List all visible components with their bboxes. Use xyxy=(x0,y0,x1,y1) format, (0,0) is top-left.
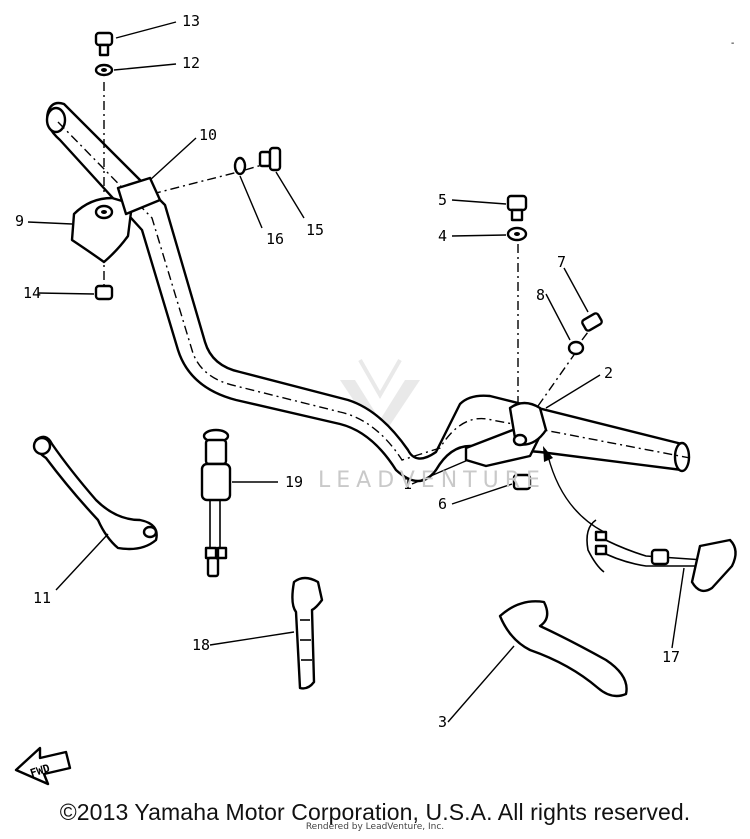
washer-16 xyxy=(233,156,247,176)
washer-12 xyxy=(94,63,114,77)
callout-17: 17 xyxy=(662,648,680,666)
callout-10: 10 xyxy=(199,126,217,144)
fwd-arrow: FWD xyxy=(14,746,72,786)
callout-5: 5 xyxy=(438,191,447,209)
cable-tie-18 xyxy=(291,576,324,690)
callout-9: 9 xyxy=(15,212,24,230)
switch-assembly-17 xyxy=(586,519,737,593)
callout-12: 12 xyxy=(182,54,200,72)
washer-8 xyxy=(567,340,585,356)
switch-19 xyxy=(200,428,232,578)
watermark-logo xyxy=(340,359,420,440)
left-holder-9 xyxy=(70,176,162,264)
callout-19: 19 xyxy=(285,473,303,491)
left-lever-11 xyxy=(32,435,158,551)
callout-13: 13 xyxy=(182,12,200,30)
callout-6: 6 xyxy=(438,495,447,513)
corner-mark: - xyxy=(731,38,735,49)
callout-8: 8 xyxy=(536,286,545,304)
callout-4: 4 xyxy=(438,227,447,245)
nut-14 xyxy=(94,284,114,301)
right-holder-1-2 xyxy=(464,401,548,468)
callout-7: 7 xyxy=(557,253,566,271)
bolt-7 xyxy=(581,312,603,332)
watermark-text: LEADVENTURE xyxy=(318,468,546,493)
callout-15: 15 xyxy=(306,221,324,239)
callout-11: 11 xyxy=(33,589,51,607)
leader-lines xyxy=(27,21,685,723)
callout-14: 14 xyxy=(23,284,41,302)
rendered-by-notice: Rendered by LeadVenture, Inc. xyxy=(305,822,445,832)
callout-2: 2 xyxy=(604,364,613,382)
bolt-5 xyxy=(506,194,528,222)
bolt-15 xyxy=(258,146,282,172)
fwd-label: FWD xyxy=(29,761,52,780)
copyright-notice: ©2013 Yamaha Motor Corporation, U.S.A. A… xyxy=(59,799,691,825)
washer-4 xyxy=(506,226,528,242)
nut-6 xyxy=(512,473,532,491)
handlebar xyxy=(45,101,691,483)
callout-3: 3 xyxy=(438,713,447,731)
callout-18: 18 xyxy=(192,636,210,654)
callout-1: 1 xyxy=(403,475,412,493)
bolt-13 xyxy=(94,31,114,57)
callout-16: 16 xyxy=(266,230,284,248)
right-lever-3 xyxy=(498,600,628,698)
